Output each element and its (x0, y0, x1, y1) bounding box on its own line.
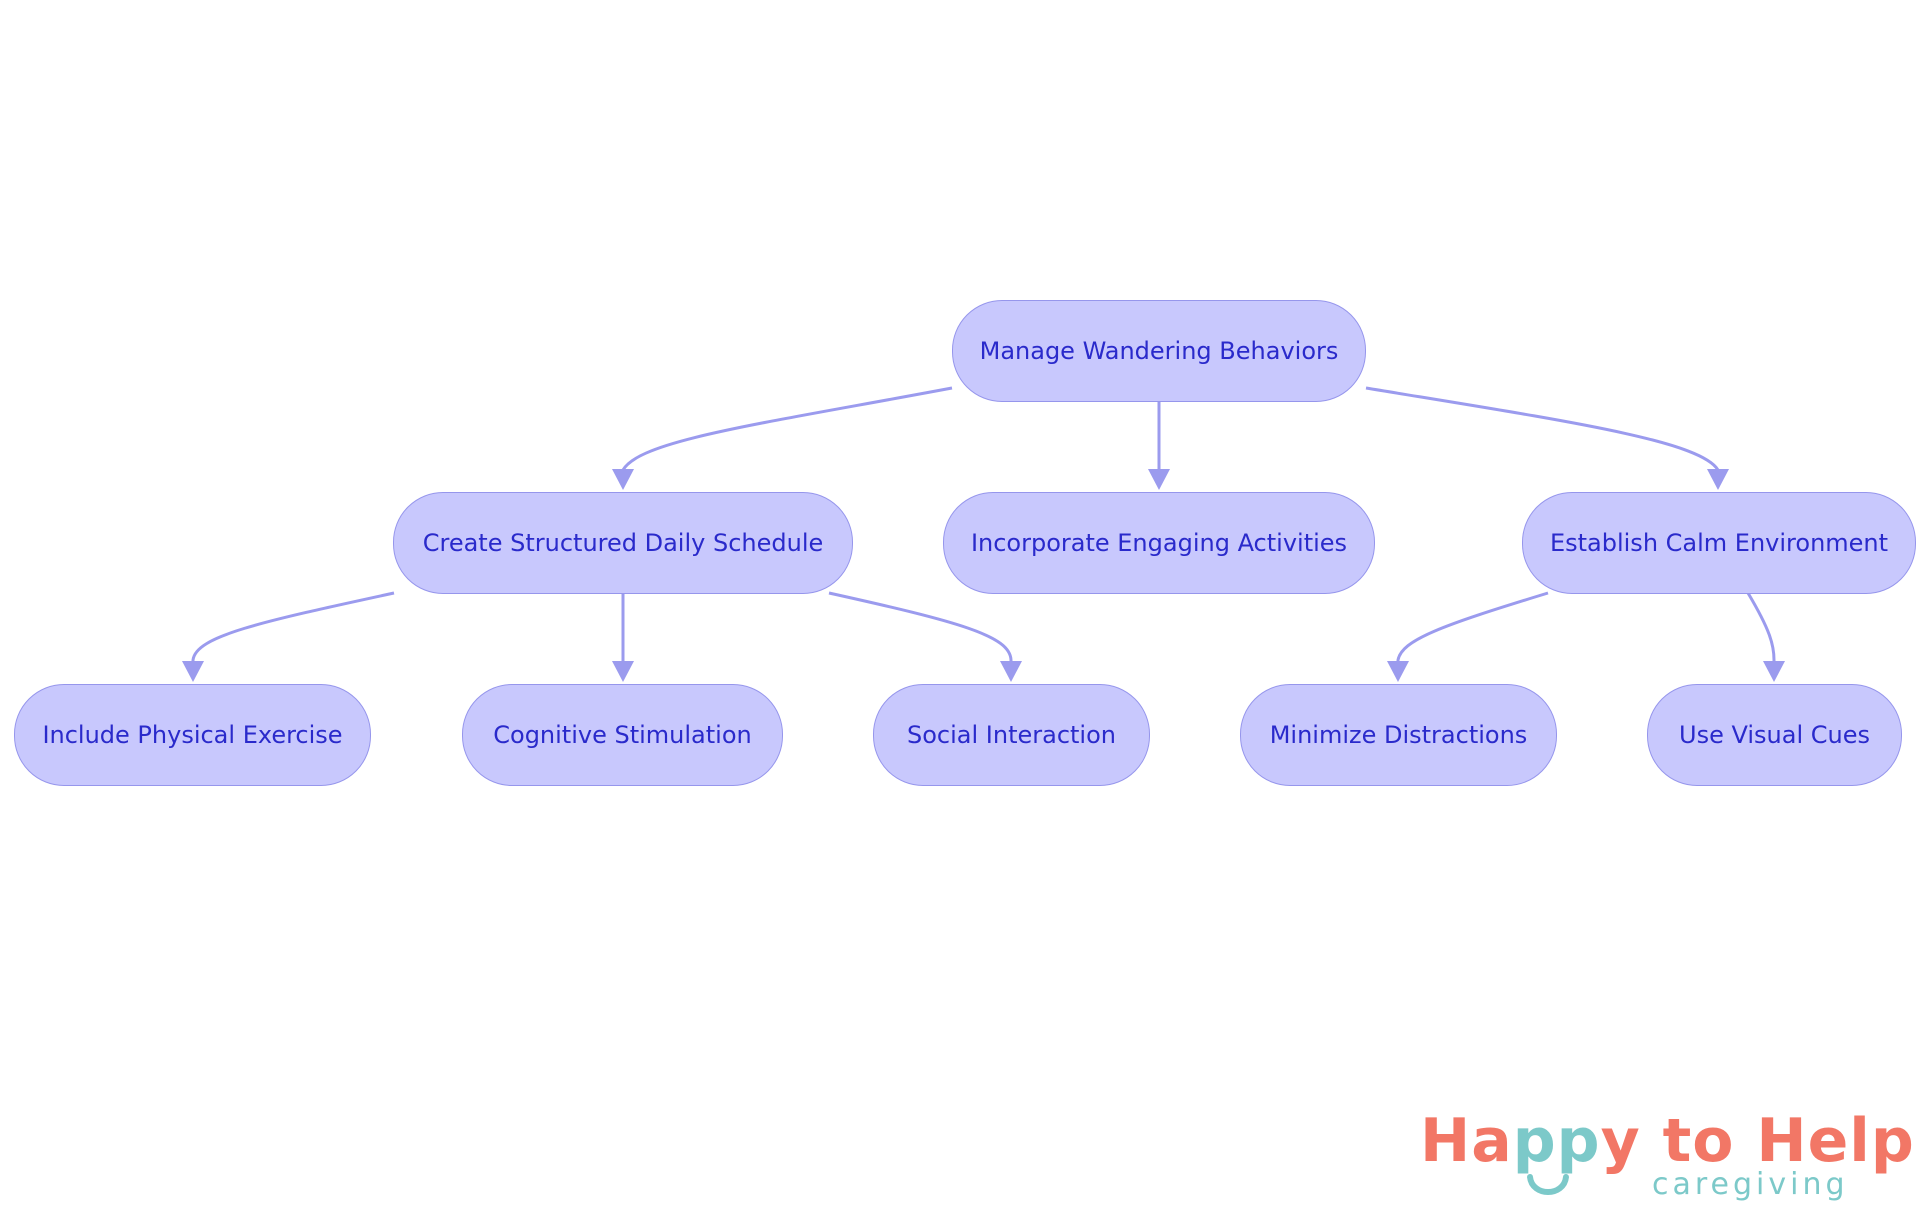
edge-calm-to-visual (1746, 592, 1776, 670)
node-cognitive-label: Cognitive Stimulation (493, 721, 752, 749)
edge-schedule-to-social (828, 591, 1013, 670)
edge-schedule-to-exercise (191, 591, 395, 670)
node-schedule-label: Create Structured Daily Schedule (422, 529, 824, 557)
arrowhead-social (1000, 661, 1022, 682)
logo-word-ha: Ha (1420, 1106, 1513, 1176)
arrowhead-exercise (182, 661, 204, 682)
node-schedule[interactable]: Create Structured Daily Schedule (393, 492, 853, 594)
arrowhead-cognitive (612, 661, 634, 682)
arrowhead-calm (1707, 469, 1729, 490)
node-activities[interactable]: Incorporate Engaging Activities (943, 492, 1375, 594)
node-visual[interactable]: Use Visual Cues (1647, 684, 1902, 786)
node-root-label: Manage Wandering Behaviors (979, 337, 1339, 365)
node-distractions[interactable]: Minimize Distractions (1240, 684, 1557, 786)
logo-word-pp: pp (1512, 1106, 1601, 1176)
logo-word-rest: y to Help (1600, 1106, 1915, 1176)
node-distractions-label: Minimize Distractions (1269, 721, 1528, 749)
node-root[interactable]: Manage Wandering Behaviors (952, 300, 1366, 402)
smile-icon (1527, 1174, 1569, 1195)
arrowhead-distractions (1387, 661, 1409, 682)
node-visual-label: Use Visual Cues (1679, 721, 1870, 749)
node-activities-label: Incorporate Engaging Activities (970, 529, 1348, 557)
edge-calm-to-distractions (1396, 591, 1549, 670)
node-social-label: Social Interaction (907, 721, 1116, 749)
node-cognitive[interactable]: Cognitive Stimulation (462, 684, 783, 786)
node-social[interactable]: Social Interaction (873, 684, 1150, 786)
logo-tagline: caregiving (1652, 1167, 1849, 1202)
arrowhead-activities (1148, 469, 1170, 490)
logo-wordmark: Happy to Help (1420, 1105, 1915, 1177)
edge-root-to-schedule (621, 386, 953, 478)
happy-to-help-logo: Happy to Help caregiving (1420, 1105, 1914, 1205)
node-calm[interactable]: Establish Calm Environment (1522, 492, 1916, 594)
node-exercise-label: Include Physical Exercise (42, 721, 343, 749)
arrowhead-schedule (612, 469, 634, 490)
node-exercise[interactable]: Include Physical Exercise (14, 684, 371, 786)
edge-root-to-calm (1365, 386, 1720, 478)
arrowhead-visual (1763, 661, 1785, 682)
node-calm-label: Establish Calm Environment (1549, 529, 1889, 557)
